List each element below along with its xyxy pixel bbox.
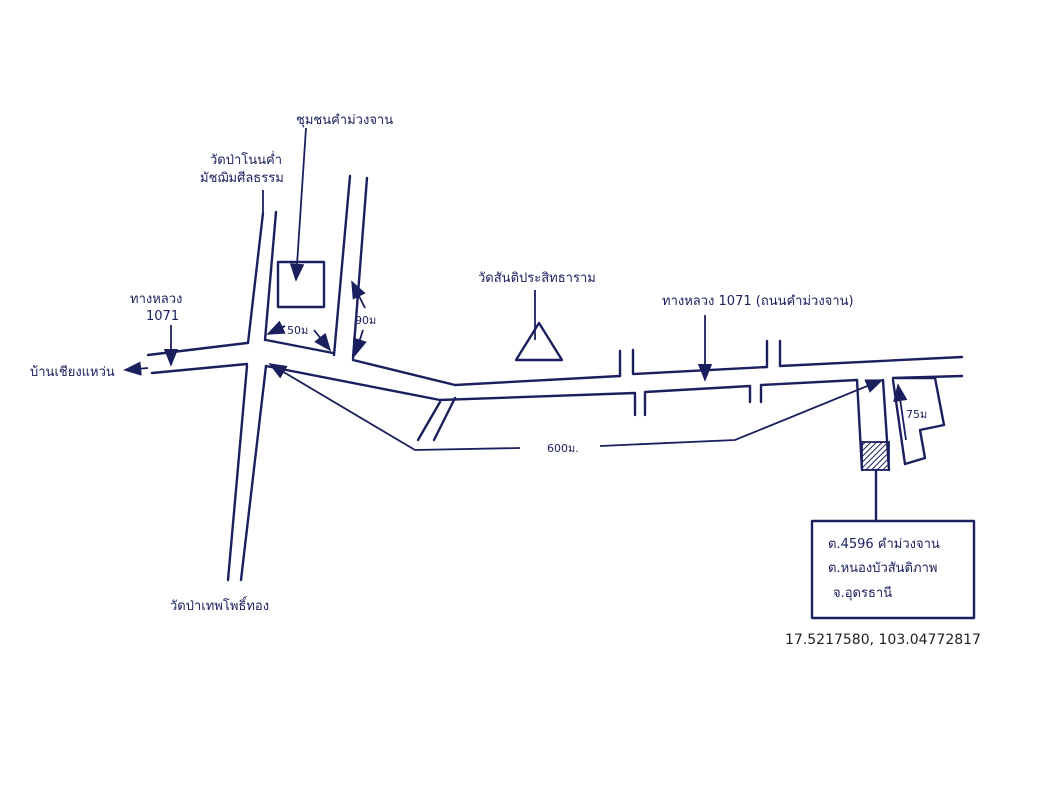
distance-label: 75ม <box>906 408 927 421</box>
gps-coordinates: 17.5217580, 103.04772817 <box>785 632 981 648</box>
temple-south-label: วัดป่าเทพโพธิ์ทอง <box>170 596 269 614</box>
road-north-south <box>226 210 278 582</box>
address-line-2: ต.หนองบัวสันติภาพ <box>828 561 937 576</box>
west-arrow-icon <box>123 361 149 376</box>
temple-triangle-label: วัดสันติประสิทธาราม <box>478 271 596 286</box>
distance-arrow <box>599 379 884 447</box>
road-north-community <box>332 174 369 360</box>
property-marker <box>861 441 890 471</box>
highway-left-label-2: 1071 <box>146 309 179 324</box>
distance-arrow <box>351 280 366 309</box>
distance-arrow <box>268 363 521 451</box>
highway-left-label-1: ทางหลวง <box>130 292 182 307</box>
distance-arrow <box>313 329 332 352</box>
community-building <box>276 260 326 309</box>
lane-to-property <box>855 376 946 472</box>
distance-label: 50ม <box>287 324 308 337</box>
distance-label: 90ม <box>355 314 376 327</box>
address-box <box>810 519 976 620</box>
temple-north-label-2: มัชฌิมศีลธรรม <box>200 170 284 186</box>
community-label: ชุมชนคำม่วงจาน <box>296 113 393 128</box>
temple-triangle-icon <box>514 321 564 362</box>
west-destination-label: บ้านเชียงแหว่น <box>30 364 115 380</box>
distance-arrow <box>266 320 286 335</box>
temple-north-label-1: วัดป่าโนนค่ำ <box>210 151 282 168</box>
leader-line <box>289 127 307 282</box>
address-line-3: จ.อุดรธานี <box>833 585 892 601</box>
distance-arrow <box>353 329 367 357</box>
distance-arrow <box>893 383 908 441</box>
highway-right-label: ทางหลวง 1071 (ถนนคำม่วงจาน) <box>662 294 854 309</box>
distance-label: 600ม. <box>547 442 579 455</box>
address-line-1: ต.4596 คำม่วงจาน <box>828 537 940 552</box>
road-west <box>146 341 249 375</box>
